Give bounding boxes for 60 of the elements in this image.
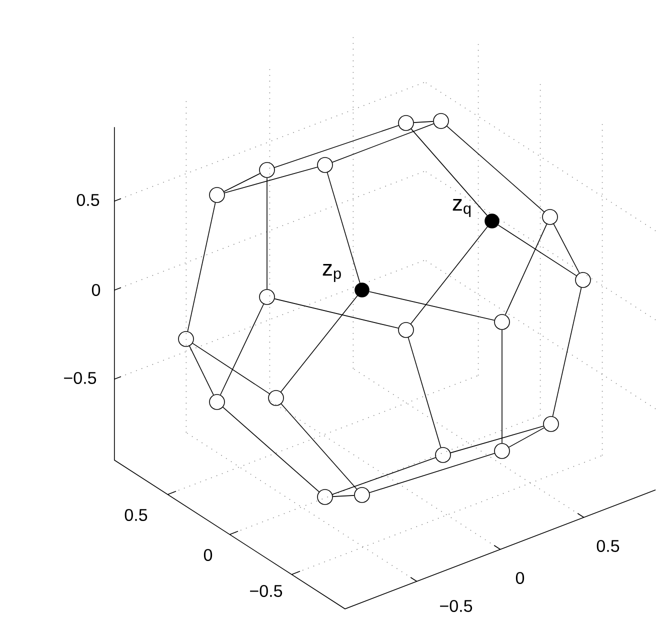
edge-line xyxy=(224,166,318,194)
edge-line xyxy=(187,202,216,332)
edge-line xyxy=(332,457,436,495)
edge-line xyxy=(280,404,358,490)
edge-line xyxy=(192,342,270,394)
edge-line xyxy=(504,224,548,316)
edge-line xyxy=(274,298,399,329)
edge-line xyxy=(224,173,260,192)
tick-label: −0.5 xyxy=(64,372,96,384)
vertex-dot xyxy=(354,282,370,298)
edge-line xyxy=(222,406,320,492)
edge-line xyxy=(450,426,544,454)
vertex-dot xyxy=(484,214,500,228)
vertex-label: z$_{q}$ xyxy=(452,199,471,217)
edge-line xyxy=(332,123,434,163)
edge-line xyxy=(189,346,214,396)
vertex-circle xyxy=(209,394,225,410)
tick-label: 0 xyxy=(204,548,212,562)
edge-line xyxy=(266,178,268,290)
vertex-circle xyxy=(398,115,414,131)
edge-line xyxy=(552,287,582,417)
vertex-circle xyxy=(354,487,370,503)
tick-label: 0.5 xyxy=(76,194,100,206)
tick-label: 0 xyxy=(92,284,100,296)
vertex-circle xyxy=(433,113,449,129)
edge-line xyxy=(280,295,358,392)
tick-label: 0.5 xyxy=(124,508,148,522)
edge-line xyxy=(274,125,399,168)
edge-line xyxy=(553,224,580,274)
vertex-circle xyxy=(435,447,451,463)
edge-line xyxy=(410,226,488,324)
edge-line xyxy=(326,172,360,284)
vertex-circle xyxy=(543,416,559,432)
vertex-circle xyxy=(259,289,275,305)
edge-line xyxy=(410,128,488,216)
edge-line xyxy=(508,427,544,448)
vertex-circle xyxy=(259,162,275,178)
tick-label: 0 xyxy=(516,572,524,584)
edge-line xyxy=(369,452,495,494)
tick-label: −0.5 xyxy=(250,584,282,598)
edge-line xyxy=(368,291,495,321)
vertex-circle xyxy=(542,209,558,225)
vertex-circle xyxy=(268,390,284,406)
edge-line xyxy=(220,304,264,396)
edge-line xyxy=(446,126,544,212)
edge-line xyxy=(414,121,434,123)
tick-label: −0.5 xyxy=(440,600,472,612)
vertex-circle xyxy=(317,157,333,173)
vertex-circle xyxy=(398,322,414,338)
tick-label: 0.5 xyxy=(596,540,620,552)
vertex-circle xyxy=(317,489,333,505)
vertex-circle xyxy=(494,443,510,459)
edge-line xyxy=(498,224,577,276)
vertex-circle xyxy=(494,314,510,330)
vertex-circle xyxy=(209,187,225,203)
vertex-label: z$_{p}$ xyxy=(322,264,341,282)
vertex-circle xyxy=(178,331,194,347)
vertex-circle xyxy=(575,272,591,288)
edge-line xyxy=(332,495,355,497)
edge-line xyxy=(408,337,442,448)
